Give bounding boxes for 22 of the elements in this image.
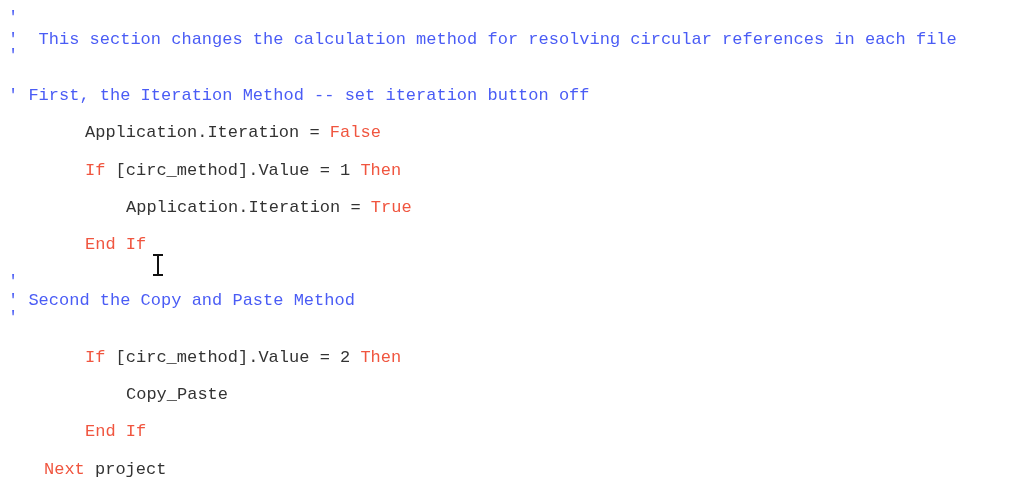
code-keyword: Then (360, 348, 402, 367)
code-keyword: End If (85, 235, 147, 254)
code-text: Application.Iteration = (85, 123, 320, 142)
code-comment: ' (8, 8, 19, 27)
code-keyword: Next (44, 460, 85, 479)
code-text: Application.Iteration = (126, 198, 361, 217)
code-text: [circ_method].Value = 2 (115, 348, 351, 367)
code-text: [circ_method].Value = 1 (115, 161, 351, 180)
code-keyword: False (329, 123, 381, 142)
code-keyword: If (85, 161, 106, 180)
code-comment: ' (8, 46, 19, 65)
code-keyword: Then (360, 161, 402, 180)
code-comment: ' Second the Copy and Paste Method (8, 291, 355, 310)
code-comment: ' This section changes the calculation method for resolving circular references in each file (8, 30, 957, 49)
code-keyword: End If (85, 422, 147, 441)
code-comment: ' (8, 272, 19, 291)
code-comment: ' First, the Iteration Method -- set iteration button off (8, 86, 590, 105)
code-text: Copy_Paste (126, 385, 229, 404)
code-keyword: True (370, 198, 412, 217)
code-comment: ' (8, 308, 19, 327)
code-text: project (95, 460, 167, 479)
code-keyword: If (85, 348, 106, 367)
